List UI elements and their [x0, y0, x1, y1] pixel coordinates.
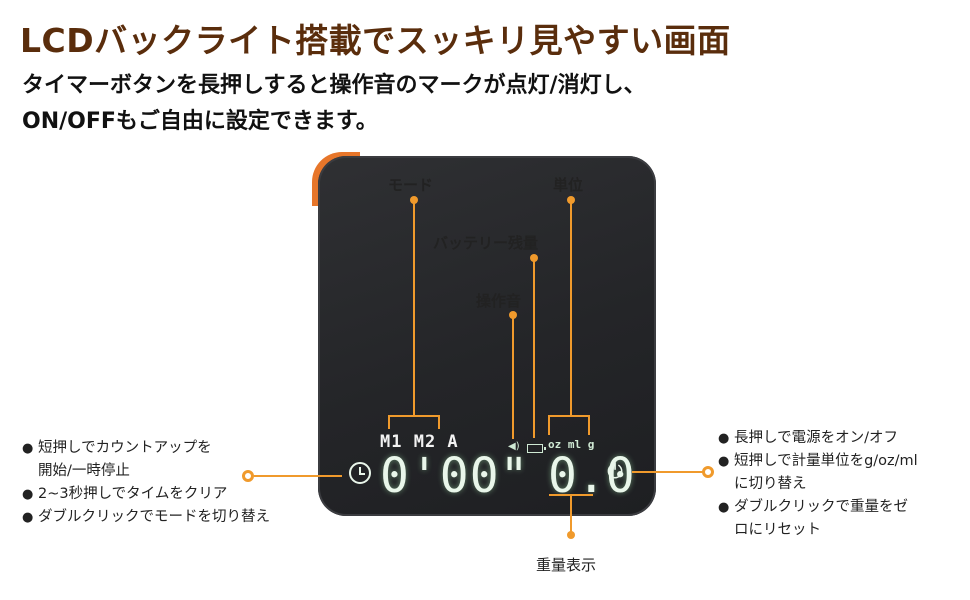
right-note-2-cont: に切り替え — [734, 476, 807, 492]
left-notes: 短押しでカウントアップを 開始/一時停止 2~3秒押しでタイムをクリア ダブルク… — [22, 437, 270, 529]
callout-sound-line — [512, 315, 514, 439]
mode-indicators: M1 M2 A — [380, 432, 459, 452]
speaker-icon: ◀) — [508, 441, 520, 452]
right-note-1: 長押しで電源をオン/オフ — [718, 427, 918, 450]
headline: LCDバックライト搭載でスッキリ見やすい画面 — [20, 21, 731, 60]
battery-icon — [527, 444, 546, 453]
callout-mode: モード — [388, 176, 434, 194]
left-callout-line — [254, 475, 342, 477]
subheadline-line1: タイマーボタンを長押しすると操作音のマークが点灯/消灯し、 — [22, 73, 646, 98]
device-orange-edge — [312, 152, 360, 206]
left-note-2: 2~3秒押しでタイムをクリア — [22, 483, 270, 506]
left-callout-ring — [242, 470, 254, 482]
callout-mode-bracket — [388, 415, 440, 417]
callout-battery: バッテリー残量 — [433, 234, 539, 252]
right-note-3: ダブルクリックで重量をゼ — [718, 496, 918, 519]
callout-weight-line — [570, 494, 572, 532]
callout-battery-line — [533, 258, 535, 438]
callout-weight: 重量表示 — [536, 556, 597, 574]
right-callout-ring — [702, 466, 714, 478]
scale-device — [318, 156, 656, 516]
callout-unit-line — [570, 200, 572, 416]
clock-icon[interactable] — [349, 462, 371, 484]
left-note-1-cont: 開始/一時停止 — [38, 463, 130, 479]
left-note-1: 短押しでカウントアップを — [22, 437, 270, 460]
subheadline-line2: ON/OFFもご自由に設定できます。 — [22, 109, 378, 134]
subheadline: タイマーボタンを長押しすると操作音のマークが点灯/消灯し、 ON/OFFもご自由… — [22, 68, 646, 140]
callout-sound: 操作音 — [476, 292, 522, 310]
callout-unit: 単位 — [553, 176, 584, 194]
left-note-3: ダブルクリックでモードを切り替え — [22, 506, 270, 529]
right-callout-line — [632, 471, 706, 473]
right-notes: 長押しで電源をオン/オフ 短押しで計量単位をg/oz/ml に切り替え ダブルク… — [718, 427, 918, 542]
right-note-2: 短押しで計量単位をg/oz/ml — [718, 450, 918, 473]
callout-mode-line — [413, 200, 415, 416]
timer-display: 0'00" — [380, 448, 530, 504]
power-icon[interactable]: ⏻ — [607, 459, 623, 483]
callout-unit-bracket — [548, 415, 590, 417]
unit-indicators: oz ml g — [548, 438, 595, 451]
right-note-3-cont: ロにリセット — [734, 522, 821, 538]
callout-weight-dot — [567, 531, 575, 539]
